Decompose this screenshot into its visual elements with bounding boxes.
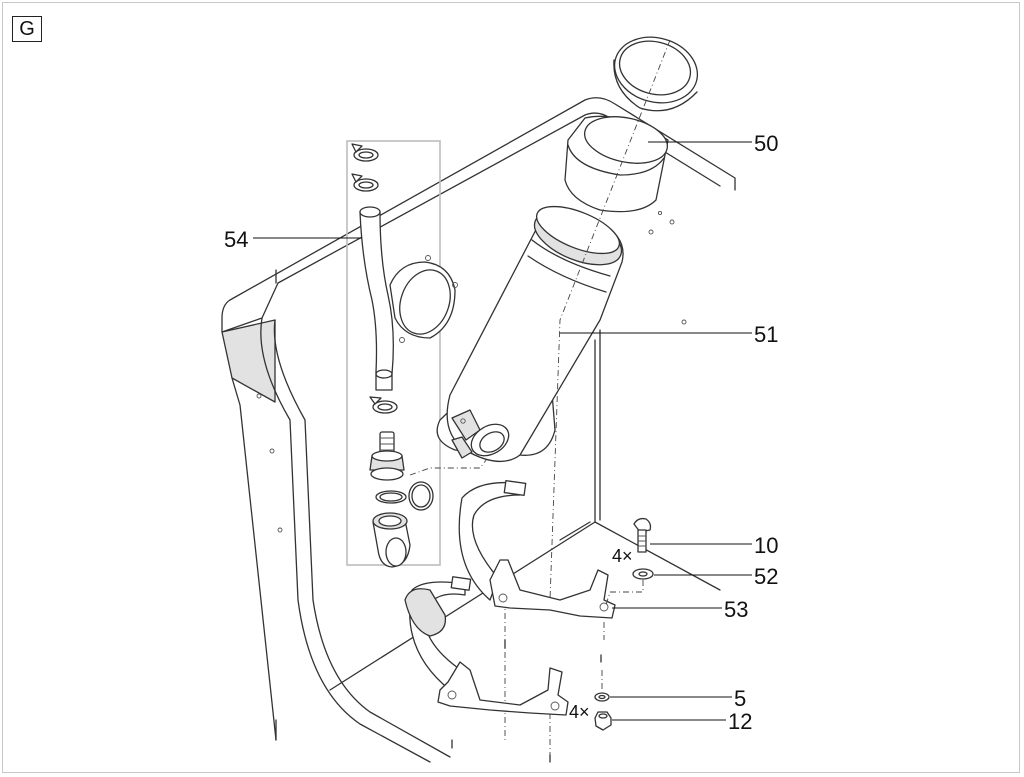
quantity-bolt: 4× <box>612 546 633 566</box>
hose-fitting <box>369 431 405 481</box>
callout-51: 51 <box>754 322 778 347</box>
tank-cap <box>613 36 699 112</box>
strap-clamp-upper <box>458 480 616 619</box>
panel-letter: G <box>12 16 42 42</box>
hose-clamp-middle <box>351 173 379 192</box>
hose-clamp-upper <box>351 143 379 162</box>
hose-clamp-lower <box>369 396 398 414</box>
flat-washer <box>632 568 654 580</box>
hose <box>359 206 394 391</box>
callout-10: 10 <box>754 533 778 558</box>
callout-53: 53 <box>724 597 748 622</box>
quantity-nut: 4× <box>569 702 590 722</box>
bolt <box>633 517 652 553</box>
mounting-flange-upper <box>389 255 458 343</box>
filter-tank-cylinder <box>436 205 624 462</box>
strap-clamp-lower <box>404 576 569 716</box>
tank-collar <box>564 115 669 213</box>
callout-50: 50 <box>754 131 778 156</box>
callout-54: 54 <box>224 227 248 252</box>
elbow-fitting <box>372 512 411 568</box>
callout-52: 52 <box>754 564 778 589</box>
callout-5: 5 <box>734 686 746 711</box>
o-ring-large <box>408 481 434 511</box>
assembly-axis <box>549 39 671 601</box>
lock-washer <box>594 692 610 702</box>
callout-12: 12 <box>728 709 752 734</box>
nut <box>594 711 612 731</box>
